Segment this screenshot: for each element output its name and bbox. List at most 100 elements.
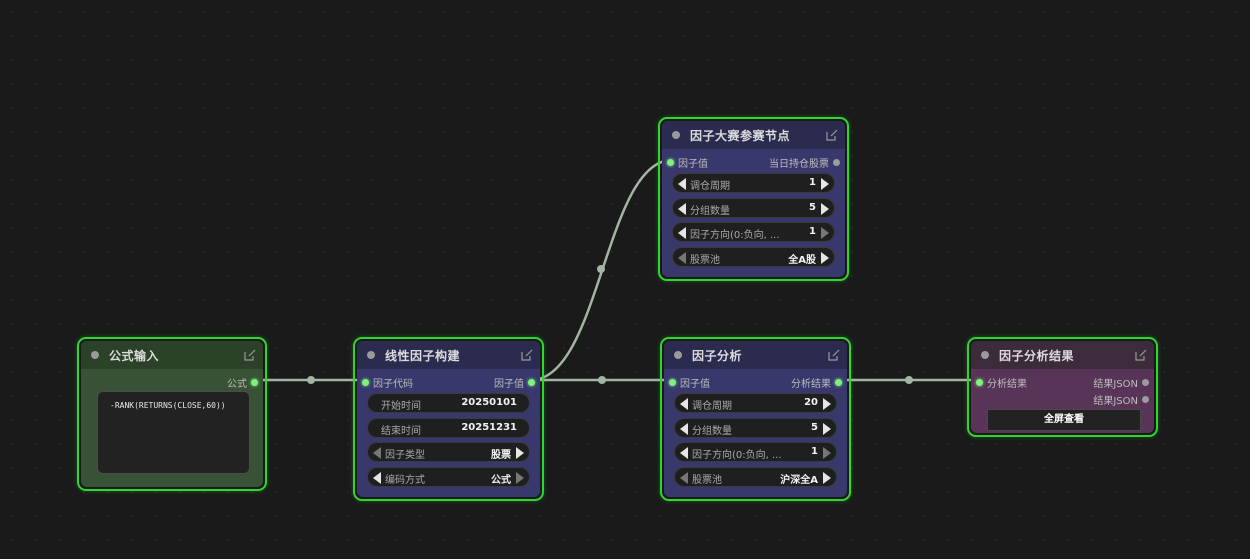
collapse-dot[interactable] [674, 351, 682, 359]
node-title: 公式输入 [109, 348, 160, 363]
increment-arrow-icon[interactable] [823, 398, 831, 410]
output-port[interactable] [251, 379, 258, 386]
widget-label: 因子类型 [385, 450, 425, 461]
output-port[interactable] [1142, 379, 1149, 386]
input-port[interactable] [976, 379, 983, 386]
node-title-bar[interactable]: 线性因子构建 [357, 341, 540, 369]
edit-icon[interactable] [244, 349, 256, 361]
output-port[interactable] [833, 159, 840, 166]
end-date-widget[interactable]: 结束时间 20251231 [367, 418, 530, 438]
rebalance-period-widget[interactable]: 调仓周期 20 [674, 393, 837, 413]
node-title-bar[interactable]: 因子分析结果 [971, 341, 1154, 369]
group-count-widget[interactable]: 分组数量 5 [674, 418, 837, 438]
input-label: 因子值 [678, 159, 708, 170]
output-label: 结果JSON [1093, 396, 1138, 407]
input-label: 分析结果 [987, 379, 1027, 390]
node-title: 因子分析 [692, 348, 743, 363]
decrement-arrow-icon[interactable] [373, 472, 381, 484]
node-title-bar[interactable]: 因子分析 [664, 341, 847, 369]
edit-icon[interactable] [828, 349, 840, 361]
formula-input-node[interactable]: 公式输入 公式 -RANK(RETURNS(CLOSE,60)) [77, 337, 267, 491]
collapse-dot[interactable] [672, 131, 680, 139]
group-count-widget[interactable]: 分组数量 5 [672, 198, 835, 218]
increment-arrow-icon[interactable] [821, 203, 829, 215]
fullscreen-button[interactable]: 全屏查看 [987, 409, 1141, 431]
increment-arrow-icon[interactable] [516, 447, 524, 459]
decrement-arrow-icon[interactable] [680, 447, 688, 459]
node-title: 线性因子构建 [385, 348, 461, 363]
widget-value: 全A股 [788, 255, 816, 266]
increment-arrow-icon[interactable] [823, 447, 831, 459]
edit-icon[interactable] [521, 349, 533, 361]
node-title-bar[interactable]: 公式输入 [81, 341, 263, 369]
encoding-combo[interactable]: 编码方式 公式 [367, 467, 530, 487]
widget-label: 开始时间 [381, 401, 421, 412]
output-port[interactable] [528, 379, 535, 386]
node-title: 因子大赛参赛节点 [690, 128, 791, 143]
decrement-arrow-icon[interactable] [678, 178, 686, 190]
factor-direction-widget[interactable]: 因子方向(0:负向, ... 1 [674, 442, 837, 462]
widget-value: 5 [811, 422, 818, 433]
edit-icon[interactable] [1135, 349, 1147, 361]
factor-type-combo[interactable]: 因子类型 股票 [367, 442, 530, 462]
output-port[interactable] [1142, 396, 1149, 403]
stock-pool-combo[interactable]: 股票池 沪深全A [674, 467, 837, 487]
increment-arrow-icon[interactable] [823, 423, 831, 435]
increment-arrow-icon[interactable] [821, 178, 829, 190]
collapse-dot[interactable] [367, 351, 375, 359]
decrement-arrow-icon[interactable] [680, 423, 688, 435]
widget-value: 1 [809, 177, 816, 188]
formula-textarea[interactable]: -RANK(RETURNS(CLOSE,60)) [97, 391, 250, 474]
start-date-widget[interactable]: 开始时间 20250101 [367, 393, 530, 413]
linear-factor-node[interactable]: 线性因子构建 因子代码 因子值 开始时间 20250101 结束时间 20251… [353, 337, 544, 501]
widget-label: 结束时间 [381, 426, 421, 437]
edit-icon[interactable] [826, 129, 838, 141]
contest-node[interactable]: 因子大赛参赛节点 因子值 当日持仓股票 调仓周期 1 分组数量 5 [658, 117, 849, 281]
collapse-dot[interactable] [91, 351, 99, 359]
widget-value: 1 [811, 446, 818, 457]
widget-value: 1 [809, 226, 816, 237]
widget-value: 20250101 [461, 397, 517, 408]
collapse-dot[interactable] [981, 351, 989, 359]
link-midpoint [598, 376, 606, 384]
rebalance-period-widget[interactable]: 调仓周期 1 [672, 173, 835, 193]
output-label: 结果JSON [1093, 379, 1138, 390]
factor-direction-widget[interactable]: 因子方向(0:负向, ... 1 [672, 222, 835, 242]
output-label: 分析结果 [791, 379, 831, 390]
widget-value: 5 [809, 202, 816, 213]
output-label: 当日持仓股票 [769, 159, 829, 170]
widget-value: 股票 [491, 450, 511, 461]
input-port[interactable] [669, 379, 676, 386]
analysis-result-node[interactable]: 因子分析结果 分析结果 结果JSON 结果JSON 全屏查看 [967, 337, 1158, 437]
increment-arrow-icon[interactable] [821, 227, 829, 239]
input-label: 因子值 [680, 379, 710, 390]
link-midpoint [905, 376, 913, 384]
widget-label: 分组数量 [692, 426, 732, 437]
input-port[interactable] [362, 379, 369, 386]
output-port[interactable] [835, 379, 842, 386]
input-label: 因子代码 [373, 379, 413, 390]
decrement-arrow-icon[interactable] [373, 447, 381, 459]
increment-arrow-icon[interactable] [516, 472, 524, 484]
stock-pool-combo[interactable]: 股票池 全A股 [672, 247, 835, 267]
decrement-arrow-icon[interactable] [678, 252, 686, 264]
decrement-arrow-icon[interactable] [680, 472, 688, 484]
widget-label: 因子方向(0:负向, ... [692, 450, 782, 461]
widget-value: 公式 [491, 475, 511, 486]
link-midpoint [307, 376, 315, 384]
widget-label: 股票池 [692, 475, 722, 486]
widget-value: 20251231 [461, 422, 517, 433]
decrement-arrow-icon[interactable] [678, 203, 686, 215]
decrement-arrow-icon[interactable] [678, 227, 686, 239]
factor-analysis-node[interactable]: 因子分析 因子值 分析结果 调仓周期 20 分组数量 5 [660, 337, 851, 501]
node-title-bar[interactable]: 因子大赛参赛节点 [662, 121, 845, 149]
widget-label: 调仓周期 [690, 181, 730, 192]
widget-label: 调仓周期 [692, 401, 732, 412]
widget-label: 分组数量 [690, 206, 730, 217]
increment-arrow-icon[interactable] [823, 472, 831, 484]
output-label: 因子值 [494, 379, 524, 390]
decrement-arrow-icon[interactable] [680, 398, 688, 410]
increment-arrow-icon[interactable] [821, 252, 829, 264]
input-port[interactable] [667, 159, 674, 166]
